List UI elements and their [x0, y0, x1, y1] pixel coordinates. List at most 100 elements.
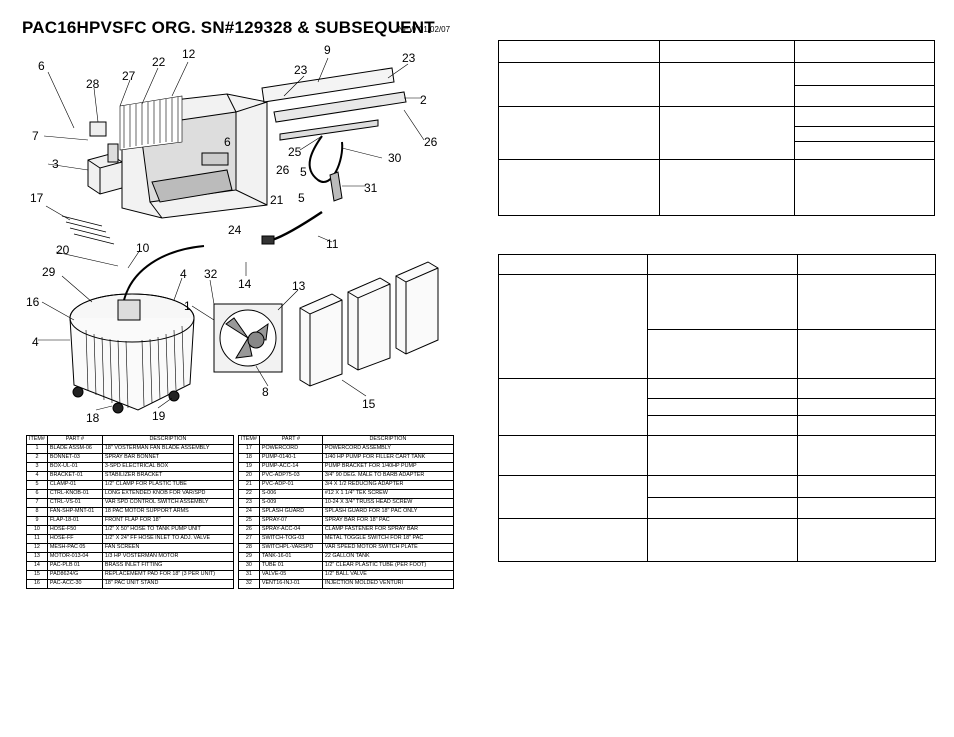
callout-15: 15 — [362, 397, 376, 411]
col-item-left: ITEM# — [26, 435, 48, 445]
switch-plate — [89, 121, 107, 137]
cell-part-number: PUMP-ACC-14 — [258, 462, 323, 472]
callout-24: 24 — [228, 223, 242, 237]
callout-5-lower: 5 — [298, 191, 305, 205]
callout-labels: 6 28 27 22 12 9 23 23 2 7 6 26 3 25 26 5… — [26, 43, 438, 425]
column-gap — [232, 462, 239, 472]
callout-17: 17 — [30, 191, 44, 205]
col-part-left: PART # — [46, 435, 103, 445]
cell-part-description: FRONT FLAP FOR 18" — [101, 516, 234, 526]
fan-assembly — [213, 303, 283, 373]
cell-item-number: 26 — [237, 525, 260, 535]
cell-item-number: 7 — [26, 498, 48, 508]
cell-item-number: 27 — [237, 534, 260, 544]
callout-16: 16 — [26, 295, 40, 309]
cell-item-number: 25 — [237, 516, 260, 526]
blank-table-lower — [498, 254, 936, 562]
callout-31: 31 — [364, 181, 378, 195]
cell-part-description: VAR SPD CONTROL SWITCH ASSEMBLY — [101, 498, 234, 508]
exploded-parts-diagram: 6 28 27 22 12 9 23 23 2 7 6 26 3 25 26 5… — [26, 43, 439, 425]
col-desc-right: DESCRIPTION — [321, 435, 455, 445]
powercord — [61, 215, 115, 245]
cell-item-number: 32 — [237, 579, 260, 589]
cell-item-number: 28 — [237, 543, 260, 553]
cell-part-description: STABILIZER BRACKET — [101, 471, 234, 481]
cell-part-number: BOX-UL-01 — [46, 462, 103, 472]
cell-part-number: SWITCHPL-VARSPD — [258, 543, 323, 553]
cell-part-number: SWITCH-TOG-03 — [258, 534, 323, 544]
cell-item-number: 10 — [26, 525, 48, 535]
blank-table-upper — [498, 40, 935, 216]
callout-18: 18 — [86, 411, 100, 425]
cell-part-number: PAC-PLB 01 — [46, 561, 103, 571]
cell-item-number: 11 — [26, 534, 48, 544]
column-gap — [232, 507, 239, 517]
replacement-pads — [299, 261, 439, 387]
column-gap — [232, 435, 239, 445]
cell-part-description: 3-SPD ELECTRICAL BOX — [101, 462, 234, 472]
spray-bar — [273, 91, 407, 123]
cell-part-description: 18" PAC UNIT STAND — [101, 579, 234, 589]
cell-part-number: CLAMP-01 — [46, 480, 103, 490]
cell-item-number: 5 — [26, 480, 48, 490]
callout-1: 1 — [184, 299, 191, 313]
callout-6-cabinet: 6 — [224, 135, 231, 149]
callout-4-top: 4 — [180, 267, 187, 281]
cell-part-number: MESH-PAC 05 — [46, 543, 103, 553]
cell-item-number: 1 — [26, 444, 48, 454]
cell-part-description: SPRAY BAR BONNET — [101, 453, 234, 463]
column-gap — [232, 489, 239, 499]
cell-item-number: 20 — [237, 471, 260, 481]
cell-item-number: 19 — [237, 462, 260, 472]
column-gap — [232, 444, 239, 454]
cell-item-number: 24 — [237, 507, 260, 517]
cell-part-description: INJECTION MOLDED VENTURI — [321, 579, 455, 589]
callout-30: 30 — [388, 151, 402, 165]
ball-valve — [329, 171, 343, 202]
cell-part-number: S-006 — [258, 489, 323, 499]
cell-part-number: SPRAY-07 — [258, 516, 323, 526]
cell-part-description: 1/40 HP PUMP FOR FILLER CART TANK — [321, 453, 455, 463]
cell-part-description: LONG EXTENDED KNOB FOR VAR/SPD — [101, 489, 234, 499]
callout-3: 3 — [52, 157, 59, 171]
tank-cart — [69, 245, 205, 414]
callout-27: 27 — [122, 69, 136, 83]
column-gap — [232, 570, 239, 580]
page-title: PAC16HPVSFC ORG. SN#129328 & SUBSEQUENT — [22, 18, 435, 37]
callout-20: 20 — [56, 243, 70, 257]
cell-part-number: BLADE ASSM-06 — [46, 444, 103, 454]
col-item-right: ITEM# — [237, 435, 260, 445]
cell-part-number: VALVE-05 — [258, 570, 323, 580]
column-gap — [232, 453, 239, 463]
cell-part-number: BONNET-03 — [46, 453, 103, 463]
cell-part-description: FAN SCREEN — [101, 543, 234, 553]
cell-part-description: 18" VOSTERMAN FAN BLADE ASSEMBLY — [101, 444, 234, 454]
cell-item-number: 3 — [26, 462, 48, 472]
cell-part-number: MOTOR-013-04 — [46, 552, 103, 562]
col-part-right: PART # — [258, 435, 323, 445]
cell-part-description: 1/2" CLEAR PLASTIC TUBE (PER FOOT) — [321, 561, 455, 571]
callout-2: 2 — [420, 93, 427, 107]
cell-part-number: CTRL-KNOB-01 — [46, 489, 103, 499]
cell-part-number: TUBE 01 — [258, 561, 323, 571]
cell-item-number: 9 — [26, 516, 48, 526]
cell-part-number: VENT16-INJ-01 — [258, 579, 323, 589]
cell-part-description: #12 X 1 1/4" TEK SCREW — [321, 489, 455, 499]
cell-part-description: 1/2" BALL VALVE — [321, 570, 455, 580]
cell-part-description: PUMP BRACKET FOR 1/40HP PUMP — [321, 462, 455, 472]
cell-part-description: 3/4 X 1/2 REDUCING ADAPTER — [321, 480, 455, 490]
column-gap — [232, 579, 239, 589]
cell-item-number: 6 — [26, 489, 48, 499]
callout-13: 13 — [292, 279, 306, 293]
parts-table-header-row: ITEM# PART # DESCRIPTION ITEM# PART # DE… — [26, 435, 455, 445]
callout-8: 8 — [262, 385, 269, 399]
